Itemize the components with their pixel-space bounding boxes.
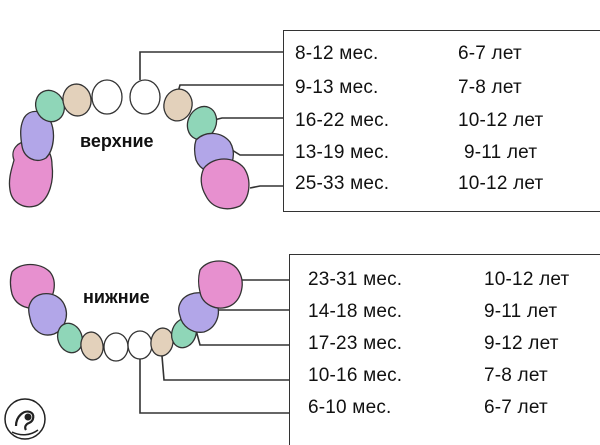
upper-row-4-years: 9-11 лет xyxy=(464,142,538,163)
lower-row-1-years: 10-12 лет xyxy=(484,269,570,290)
upper-leader-central xyxy=(139,51,283,80)
lower-row-5-years: 6-7 лет xyxy=(484,397,548,418)
upper-right-central-incisor xyxy=(129,79,161,115)
lower-left-first-molar xyxy=(28,293,68,336)
upper-eruption-table: 8-12 мес. 6-7 лет 9-13 мес. 7-8 лет 16-2… xyxy=(283,30,600,212)
lower-right-central-incisor xyxy=(127,330,153,360)
lower-row-4-years: 7-8 лет xyxy=(484,365,548,386)
upper-row-2-months: 9-13 мес. xyxy=(295,77,379,98)
upper-jaw-label: верхние xyxy=(80,131,154,151)
upper-row-4-months: 13-19 мес. xyxy=(295,142,390,163)
lower-left-central-incisor xyxy=(103,332,129,362)
upper-right-second-molar xyxy=(200,158,250,210)
lower-row-3-months: 17-23 мес. xyxy=(308,333,403,354)
lower-jaw-label: нижние xyxy=(83,287,150,307)
lower-row-5-months: 6-10 мес. xyxy=(308,397,392,418)
mother-child-logo-icon xyxy=(4,398,46,440)
lower-row-2-months: 14-18 мес. xyxy=(308,301,403,322)
upper-row-2-years: 7-8 лет xyxy=(458,77,522,98)
upper-row-5-months: 25-33 мес. xyxy=(295,173,390,194)
leader-lines xyxy=(139,51,289,414)
lower-right-lateral-incisor xyxy=(150,327,174,357)
lower-eruption-table: 23-31 мес. 10-12 лет 14-18 мес. 9-11 лет… xyxy=(289,254,600,445)
lower-left-canine xyxy=(56,322,84,354)
upper-right-canine xyxy=(186,105,218,141)
upper-leader-canine xyxy=(213,117,283,121)
upper-row-5-years: 10-12 лет xyxy=(458,173,544,194)
upper-leader-lateral xyxy=(177,84,283,93)
teeth-group xyxy=(8,79,250,362)
upper-row-1-years: 6-7 лет xyxy=(458,43,522,64)
upper-row-3-years: 10-12 лет xyxy=(458,110,544,131)
upper-leader-first-molar xyxy=(231,149,283,156)
upper-left-lateral-incisor xyxy=(62,83,92,117)
lower-row-2-years: 9-11 лет xyxy=(484,301,558,322)
lower-row-1-months: 23-31 мес. xyxy=(308,269,403,290)
lower-leader-lateral xyxy=(161,355,289,381)
upper-leader-second-molar xyxy=(249,185,283,189)
lower-right-second-molar xyxy=(197,260,243,309)
upper-right-lateral-incisor xyxy=(163,88,193,122)
upper-row-1-months: 8-12 мес. xyxy=(295,43,379,64)
lower-leader-central xyxy=(139,358,289,414)
lower-row-3-years: 9-12 лет xyxy=(484,333,559,354)
lower-left-lateral-incisor xyxy=(80,331,104,361)
upper-row-3-months: 16-22 мес. xyxy=(295,110,390,131)
lower-leader-canine xyxy=(195,329,289,346)
upper-left-central-incisor xyxy=(91,79,123,115)
lower-row-4-months: 10-16 мес. xyxy=(308,365,403,386)
